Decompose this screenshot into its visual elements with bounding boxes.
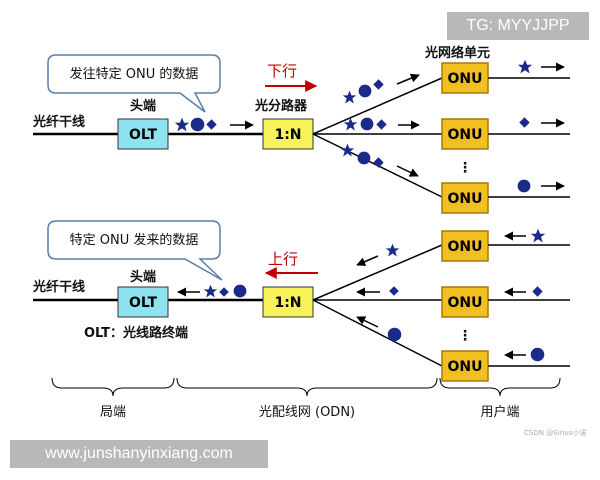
diamond-icon	[206, 119, 217, 130]
circle-icon	[517, 179, 531, 193]
circle-icon	[387, 327, 402, 342]
diamond-icon	[532, 286, 543, 297]
circle-icon	[358, 84, 372, 98]
star-icon	[385, 243, 400, 257]
section-braces	[51, 377, 561, 397]
circle-icon	[233, 284, 247, 298]
upstream-callout: 特定 ONU 发来的数据	[47, 220, 223, 281]
brace-odn	[176, 377, 438, 397]
upstream-onu-1-label: ONU	[448, 239, 483, 255]
circle-icon	[357, 151, 371, 165]
star-icon	[340, 143, 355, 157]
section-odn-label: 光配线网 (ODN)	[259, 405, 355, 420]
circle-icon	[360, 117, 374, 131]
diamond-icon	[519, 117, 530, 128]
downstream-onu-3	[441, 182, 489, 214]
circle-icon	[530, 347, 545, 362]
section-user-label: 用户端	[480, 404, 519, 420]
upstream-onu-2	[441, 286, 489, 318]
diamond-icon	[376, 119, 387, 130]
diamond-icon	[389, 286, 399, 296]
downstream-trunk-label: 光纤干线	[32, 114, 85, 130]
star-icon	[174, 117, 190, 132]
upstream-onu-1	[441, 230, 489, 262]
downstream-onu-3-label: ONU	[448, 191, 483, 207]
star-icon	[342, 90, 357, 104]
downstream-ellipsis: ⋮	[458, 160, 472, 176]
upstream-splitter-label: 1:N	[274, 295, 301, 311]
upstream-ellipsis: ⋮	[458, 328, 472, 344]
downstream-branch-1-arrow	[396, 73, 420, 85]
upstream-branch-3-arrow	[356, 316, 379, 328]
olt-note: OLT：光线路终端	[84, 325, 188, 341]
circle-icon	[190, 117, 205, 132]
csdn-watermark: CSDN @Sirius小诺	[524, 429, 587, 437]
upstream-direction-label: 上行	[268, 250, 298, 268]
upstream-olt-box	[117, 286, 169, 318]
diamond-icon	[219, 287, 229, 297]
downstream-onu-1-label: ONU	[448, 71, 483, 87]
upstream-splitter-box	[262, 286, 314, 318]
star-icon	[530, 228, 546, 243]
upstream-onu-3-label: ONU	[448, 359, 483, 375]
upstream-trunk-label: 光纤干线	[32, 279, 85, 295]
upstream-onu-2-label: ONU	[448, 295, 483, 311]
diamond-icon	[373, 157, 384, 168]
site-watermark: www.junshanyinxiang.com	[10, 440, 268, 468]
star-icon	[203, 284, 218, 298]
upstream-callout-text: 特定 ONU 发来的数据	[70, 232, 199, 248]
diamond-icon	[373, 79, 384, 90]
upstream-olt-label: OLT	[129, 295, 158, 311]
upstream-branch-1-arrow	[356, 255, 379, 266]
downstream-splitter-label: 1:N	[274, 127, 301, 143]
upstream-section: 特定 ONU 发来的数据 光纤干线 头端 OLT：光线路终端 上行 OLT 1:…	[32, 220, 570, 382]
downstream-head-label: 头端	[130, 98, 156, 114]
upstream-branch-3	[312, 299, 443, 367]
onu-unit-label: 光网络单元	[424, 45, 490, 61]
upstream-branch-1	[312, 244, 443, 301]
downstream-onu-2-label: ONU	[448, 127, 483, 143]
section-central-label: 局端	[100, 405, 126, 420]
downstream-splitter-box	[262, 118, 314, 150]
downstream-olt-box	[117, 118, 169, 150]
downstream-callout-text: 发往特定 ONU 的数据	[70, 66, 199, 82]
brace-user	[439, 377, 561, 397]
splitter-label: 光分路器	[254, 98, 308, 114]
downstream-direction-label: 下行	[267, 62, 297, 80]
downstream-onu-2	[441, 118, 489, 150]
downstream-branch-1	[312, 77, 443, 135]
downstream-branch-3-arrow	[396, 165, 419, 177]
downstream-callout: 发往特定 ONU 的数据	[47, 54, 221, 113]
upstream-head-label: 头端	[130, 269, 156, 285]
downstream-section: 发往特定 ONU 的数据 光纤干线 头端 光分路器 光网络单元 下行 OLT 1…	[32, 45, 570, 214]
tg-watermark: TG: MYYJJPP	[447, 12, 589, 40]
star-icon	[517, 59, 533, 74]
brace-central	[51, 377, 175, 397]
downstream-olt-label: OLT	[129, 127, 158, 143]
